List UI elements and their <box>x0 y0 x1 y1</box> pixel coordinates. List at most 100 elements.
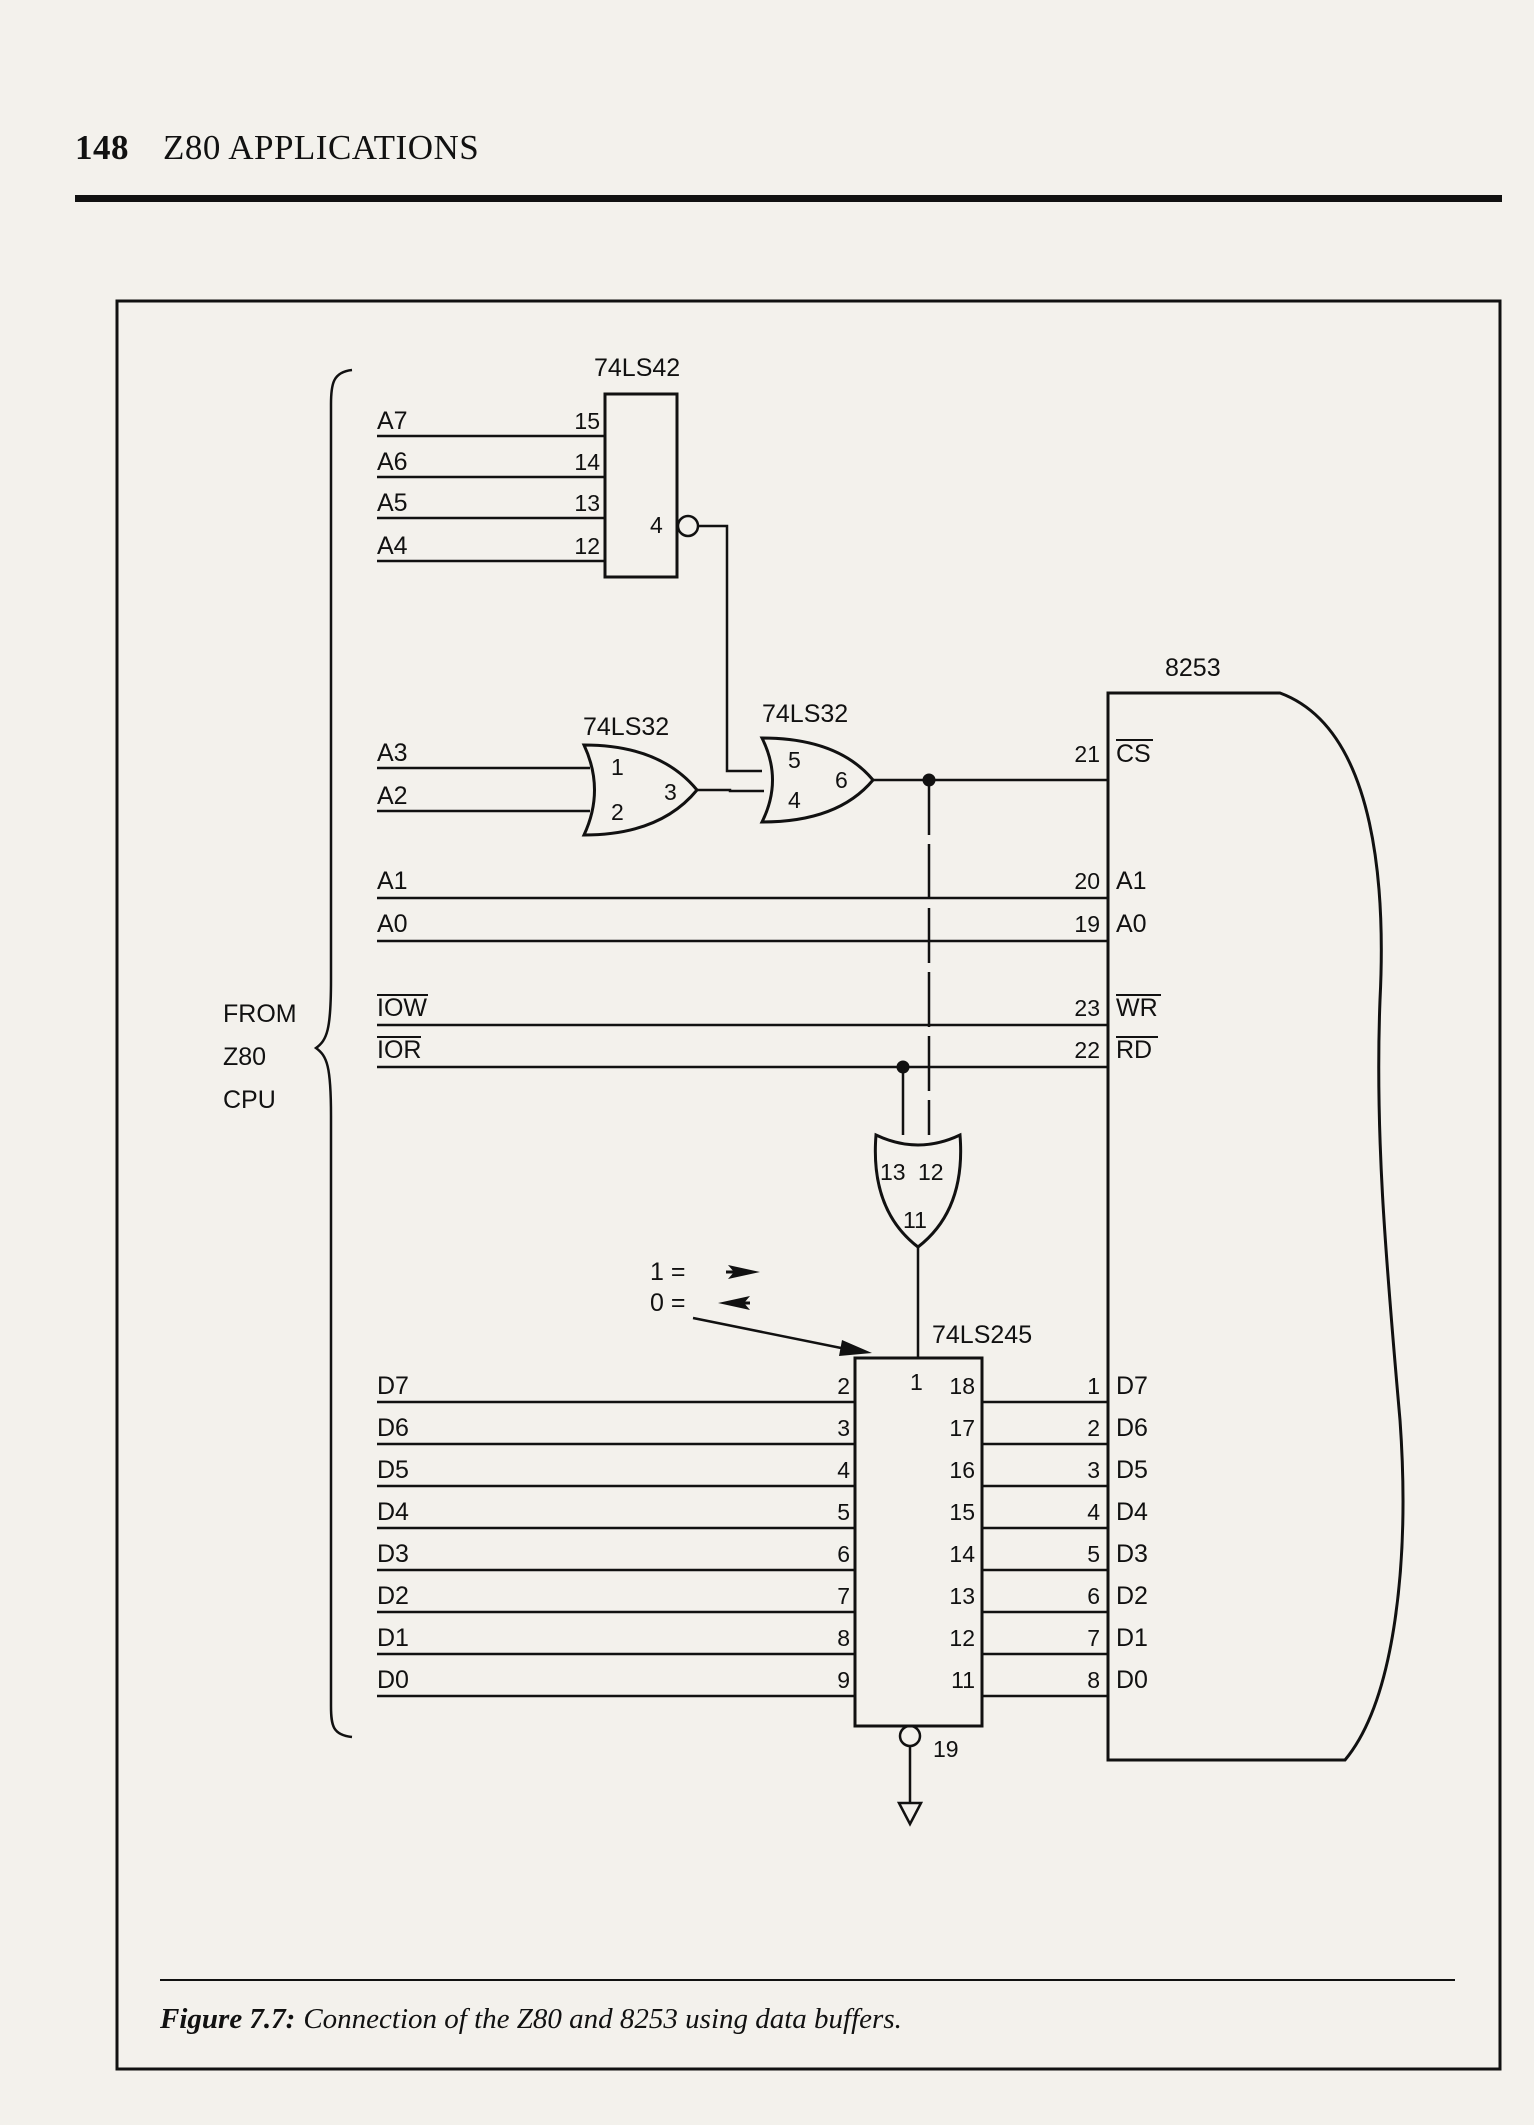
buffer-dir-pin: 1 <box>910 1369 923 1395</box>
target-d4: D4 <box>1116 1498 1148 1526</box>
signal-d4: D4 <box>377 1498 409 1526</box>
timer-body <box>1106 691 1405 1762</box>
timer-chip-label: 8253 <box>1165 654 1221 682</box>
target-d1: D1 <box>1116 1624 1148 1652</box>
or2-pin-4: 4 <box>788 787 801 813</box>
decoder-74ls42: 74LS42 A7 A6 A5 A4 15 14 13 12 4 <box>377 354 762 773</box>
direction-legend-0: 0 = <box>650 1289 685 1317</box>
pin-19: 19 <box>1074 911 1100 937</box>
figure-frame <box>115 299 1502 2071</box>
buffer-a-pin: 2 <box>837 1373 850 1399</box>
buffer-b-pin: 11 <box>951 1667 975 1693</box>
buffer-a-pin: 6 <box>837 1541 850 1567</box>
pin-22: 22 <box>1074 1037 1100 1063</box>
signal-ior: IOR <box>377 1036 421 1064</box>
or2-pin-5: 5 <box>788 747 801 773</box>
target-d5: D5 <box>1116 1456 1148 1484</box>
signal-a4: A4 <box>377 532 408 560</box>
or2-chip-label: 74LS32 <box>762 700 848 728</box>
signal-a2: A2 <box>377 782 408 810</box>
buffer-b-pin: 16 <box>949 1457 975 1483</box>
signal-a7: A7 <box>377 407 408 435</box>
buffer-chip-label: 74LS245 <box>932 1321 1032 1349</box>
buffer-b-pin: 12 <box>949 1625 975 1651</box>
buffer-a-pin: 4 <box>837 1457 850 1483</box>
or2-body <box>759 736 875 824</box>
or1-chip-label: 74LS32 <box>583 713 669 741</box>
caption-label: Figure 7.7: <box>159 2003 295 2035</box>
buffer-b-pin: 13 <box>949 1583 975 1609</box>
signal-iow: IOW <box>377 994 427 1022</box>
or3-body <box>873 1132 963 1249</box>
pin-12: 12 <box>574 533 600 559</box>
timer-data-pin: 7 <box>1087 1625 1100 1651</box>
direction-legend: 1 = 0 = <box>650 1258 872 1356</box>
target-d3: D3 <box>1116 1540 1148 1568</box>
buffer-74ls245: 74LS245 1 19 <box>853 1321 1032 1827</box>
target-rd: RD <box>1116 1036 1152 1064</box>
or-gate-1: 74LS32 A3 A2 1 2 3 <box>377 713 764 837</box>
cs-pin-21: 21 <box>1074 741 1100 767</box>
or-gate-2: 74LS32 5 4 6 <box>759 700 1108 1135</box>
timer-data-pin: 8 <box>1087 1667 1100 1693</box>
arrow-right-icon <box>728 1265 760 1279</box>
control-lines: A1 A0 IOW IOR 20 19 23 22 A1 A0 WR RD <box>377 867 1161 1135</box>
buffer-enable-bubble <box>898 1724 922 1748</box>
target-d6: D6 <box>1116 1414 1148 1442</box>
target-a1: A1 <box>1116 867 1147 895</box>
buffer-b-pin: 18 <box>949 1373 975 1399</box>
pin-13: 13 <box>574 490 600 516</box>
target-d0: D0 <box>1116 1666 1148 1694</box>
signal-a1: A1 <box>377 867 408 895</box>
pin-14: 14 <box>574 449 600 475</box>
signal-d5: D5 <box>377 1456 409 1484</box>
pin-15: 15 <box>574 408 600 434</box>
decoder-output-bubble <box>676 514 700 538</box>
caption-text: Connection of the Z80 and 8253 using dat… <box>303 2003 902 2035</box>
buffer-b-pin: 17 <box>949 1415 975 1441</box>
timer-data-pin: 1 <box>1087 1373 1100 1399</box>
cs-label: CS <box>1116 740 1151 768</box>
target-wr: WR <box>1116 994 1158 1022</box>
signal-d7: D7 <box>377 1372 409 1400</box>
or-gate-3: 13 12 11 <box>873 1132 963 1358</box>
or3-pin-11: 11 <box>903 1207 927 1233</box>
pin-23: 23 <box>1074 995 1100 1021</box>
or1-body <box>581 743 699 837</box>
buffer-body <box>853 1356 984 1728</box>
timer-data-pin: 3 <box>1087 1457 1100 1483</box>
ground-icon <box>896 1801 924 1827</box>
signal-d6: D6 <box>377 1414 409 1442</box>
timer-data-pin: 6 <box>1087 1583 1100 1609</box>
buffer-b-pin: 15 <box>949 1499 975 1525</box>
buffer-a-pin: 9 <box>837 1667 850 1693</box>
decoder-output-pin: 4 <box>650 512 663 538</box>
source-label-from: FROM <box>223 1000 297 1028</box>
signal-a3: A3 <box>377 739 408 767</box>
arrow-left-icon <box>718 1296 750 1310</box>
buffer-b-pin: 14 <box>949 1541 975 1567</box>
or3-pin-13: 13 <box>880 1159 906 1185</box>
target-a0: A0 <box>1116 910 1147 938</box>
signal-d3: D3 <box>377 1540 409 1568</box>
buffer-enable-pin: 19 <box>933 1736 959 1762</box>
signal-d2: D2 <box>377 1582 409 1610</box>
decoder-body <box>603 392 679 579</box>
buffer-a-pin: 5 <box>837 1499 850 1525</box>
source-label-z80: Z80 <box>223 1043 266 1071</box>
timer-data-pin: 5 <box>1087 1541 1100 1567</box>
or1-pin-1: 1 <box>611 754 624 780</box>
signal-a0: A0 <box>377 910 408 938</box>
target-d2: D2 <box>1116 1582 1148 1610</box>
signal-d0: D0 <box>377 1666 409 1694</box>
pin-20: 20 <box>1074 868 1100 894</box>
or3-pin-12: 12 <box>918 1159 944 1185</box>
source-brace <box>313 368 353 1739</box>
timer-8253: 8253 21 CS <box>1074 654 1405 1762</box>
signal-d1: D1 <box>377 1624 409 1652</box>
signal-a5: A5 <box>377 489 408 517</box>
page-number: 148 <box>75 128 129 167</box>
buffer-a-pin: 8 <box>837 1625 850 1651</box>
